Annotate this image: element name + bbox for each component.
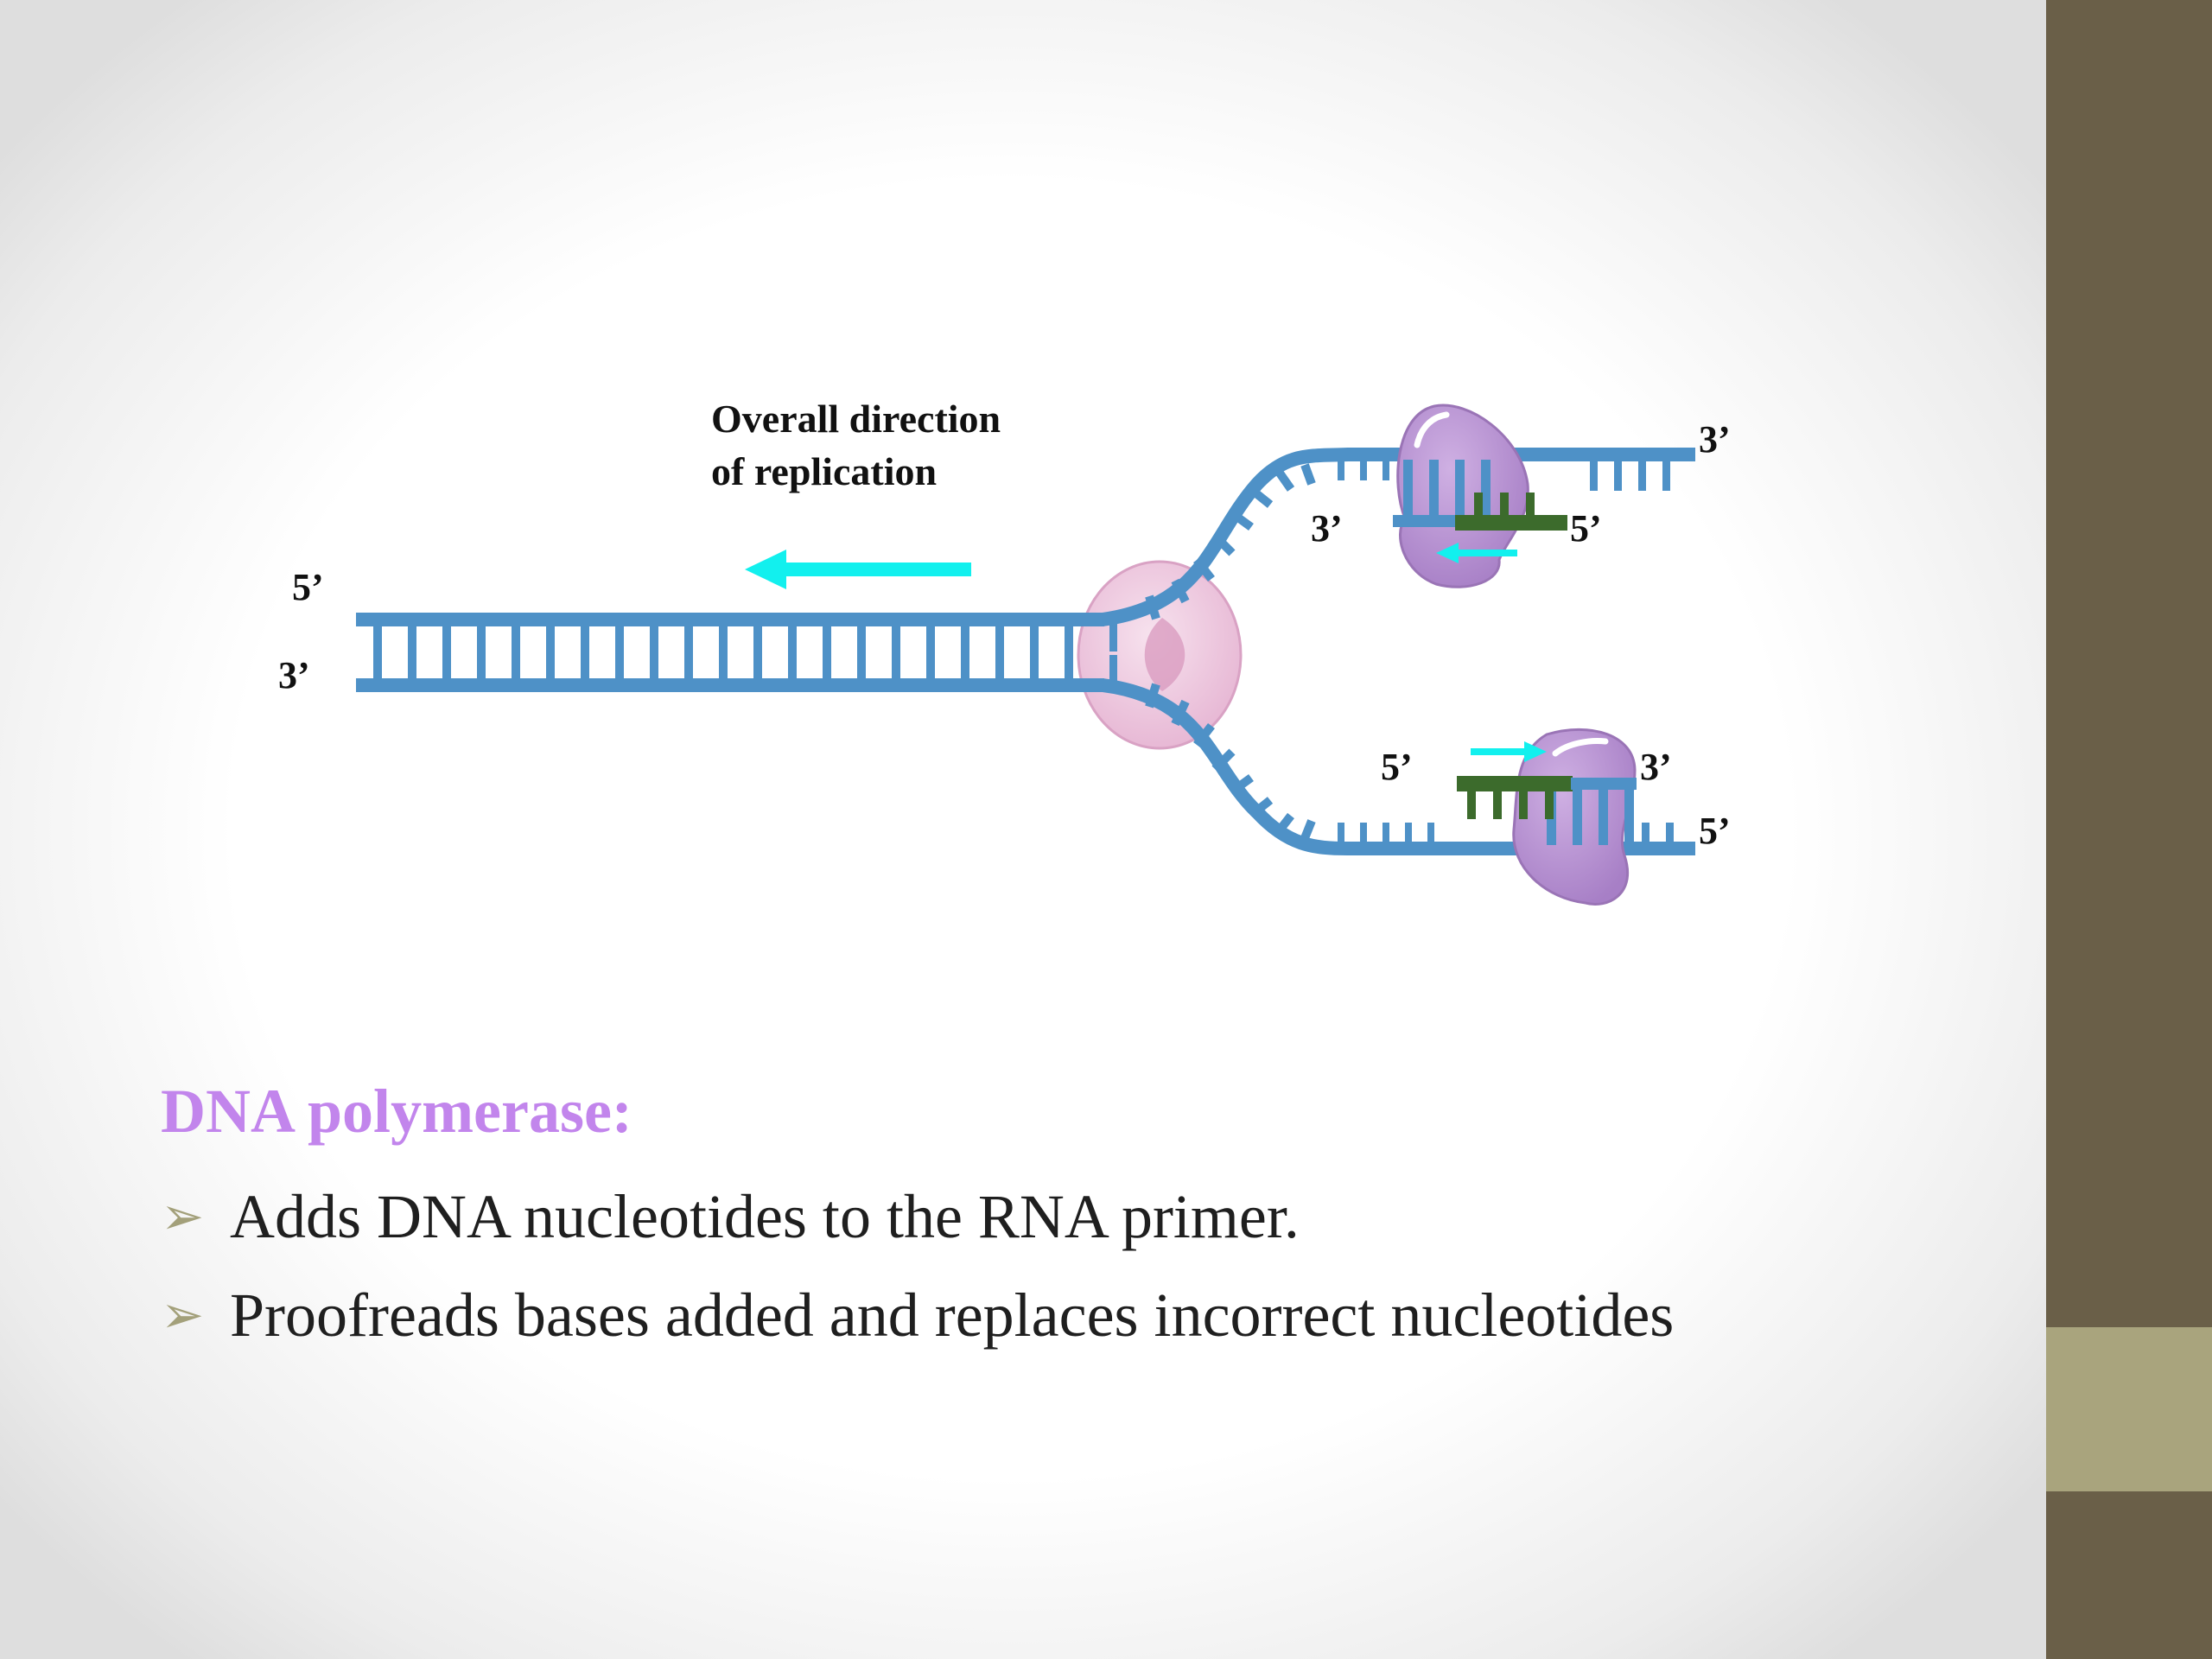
upper-strand-bases [1403,460,1491,517]
base-pair-rung [892,624,900,681]
fork-arm-bases [1338,460,1674,847]
base-pair-rung [1599,788,1608,845]
primer-base [1545,788,1554,819]
bullet-item: ➢ Adds DNA nucleotides to the RNA primer… [161,1185,1674,1248]
base-pair-rung [995,624,1004,681]
bullet-list: ➢ Adds DNA nucleotides to the RNA primer… [161,1185,1674,1382]
base-tick [1614,460,1622,491]
lower-primer-bases [1467,788,1554,819]
base-pair-rung [477,624,486,681]
base-pair-rung [581,624,589,681]
side-bar-accent [2046,1327,2212,1491]
slide-heading: DNA polymerase: [161,1077,632,1146]
base-pair-rung [1624,788,1634,845]
base-pair-rung [961,624,969,681]
base-pair-rung [650,624,658,681]
parental-top-strand [356,613,1104,626]
base-pair-rung [546,624,555,681]
base-tick [1360,823,1367,843]
base-tick [1638,460,1646,491]
base-pair-rung [1030,624,1039,681]
base-pair-rung [512,624,520,681]
base-tick [1642,823,1649,847]
direction-label-line-2: of replication [711,449,937,493]
arrowhead-bullet-icon: ➢ [161,1287,205,1344]
base-pair-rung [1429,460,1439,517]
parental-bottom-strand [356,678,1104,692]
base-tick [1382,823,1389,843]
base-pair-rung [788,624,797,681]
base-tick [1427,823,1434,843]
label-upper-primer-5prime: 5’ [1570,507,1602,550]
base-tick [1382,460,1389,480]
base-pair-rung [1573,788,1582,845]
base-tick [1300,463,1316,486]
base-pair-rung [719,624,728,681]
base-tick [1405,823,1412,843]
base-tick [1590,460,1598,491]
base-tick [1338,823,1344,843]
base-tick [1338,460,1344,480]
base-tick [1360,460,1367,480]
label-lower-primer-3prime: 3’ [1640,746,1672,788]
primer-base [1500,493,1509,518]
label-parent-bottom-3prime: 3’ [278,654,310,696]
base-pair-rung [442,624,451,681]
bullet-text: Proofreads bases added and replaces inco… [230,1281,1675,1350]
base-pair-rung [857,624,866,681]
label-upper-inner-3prime: 3’ [1311,507,1343,550]
primer-base [1474,493,1483,518]
label-lower-strand-5prime: 5’ [1699,810,1731,852]
base-pair-rung [1109,655,1117,683]
base-pair-rung [615,624,624,681]
label-lower-inner-5prime: 5’ [1381,746,1413,788]
bullet-item: ➢ Proofreads bases added and replaces in… [161,1284,1674,1346]
base-pair-rung [926,624,935,681]
upper-primer-bases [1474,493,1535,518]
helicase [1077,560,1243,750]
upper-new-strand [1393,515,1457,527]
base-pair-rung [684,624,693,681]
primer-base [1467,788,1476,819]
base-pair-rung [1065,624,1073,681]
base-tick [1666,823,1674,847]
lower-synthesis-arrow [1471,741,1547,762]
base-pair-rung [823,624,831,681]
base-pair-rung [1109,622,1117,652]
lower-rna-primer [1457,776,1573,791]
base-pair-rung [408,624,416,681]
base-tick [1662,460,1670,491]
label-upper-strand-3prime: 3’ [1699,418,1731,461]
parental-dna [356,613,1117,692]
base-pair-rung [753,624,762,681]
base-pair-rung [373,624,382,681]
lower-template-strand [1101,678,1695,855]
primer-base [1519,788,1528,819]
base-pair-rung [1455,460,1465,517]
base-pair-rung [1403,460,1413,517]
primer-base [1493,788,1502,819]
parental-base-pairs [373,622,1117,683]
primer-base [1526,493,1535,518]
label-parent-top-5prime: 5’ [292,566,324,608]
direction-label-line-1: Overall direction [711,397,1001,441]
base-pair-rung [1481,460,1491,517]
upper-synthesis-arrow [1436,543,1517,563]
upper-rna-primer [1455,515,1567,531]
base-tick [1300,819,1316,840]
bullet-text: Adds DNA nucleotides to the RNA primer. [230,1182,1300,1251]
direction-arrow [745,550,971,589]
arrowhead-bullet-icon: ➢ [161,1188,205,1245]
base-tick [1274,469,1295,492]
lower-new-strand [1571,778,1637,790]
upper-template-strand [1101,448,1695,626]
